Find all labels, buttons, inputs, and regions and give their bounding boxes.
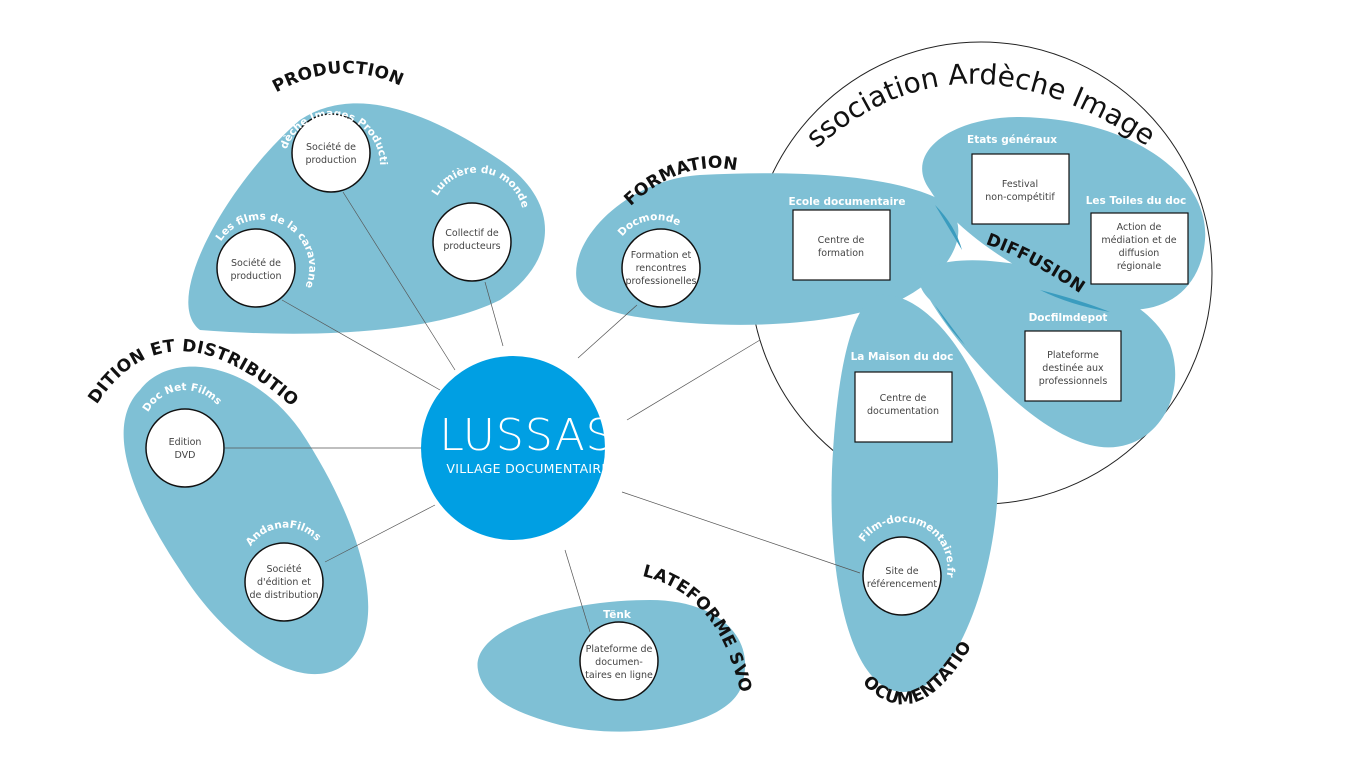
center-title: LUSSAS	[439, 410, 614, 461]
connector-tenk	[564, 549, 591, 633]
node-desc-line: Centre de	[880, 393, 927, 404]
center-subtitle: VILLAGE DOCUMENTAIRE	[446, 461, 609, 476]
org-name: Ecole documentaire	[789, 196, 906, 208]
node-desc-line: professionnels	[1039, 376, 1108, 387]
node-desc-line: référencement	[867, 579, 937, 590]
node-desc-line: DVD	[175, 450, 196, 461]
node-desc-line: Formation et	[631, 250, 692, 261]
node-desc-line: Société	[266, 564, 301, 575]
node-desc-line: production	[230, 271, 281, 282]
org-name: Tënk	[603, 609, 632, 621]
org-name: Etats généraux	[967, 134, 1057, 146]
node-etats-generaux[interactable]: Etats généraux Festival non-compétitif	[967, 134, 1070, 225]
overlap-accent	[1040, 290, 1110, 312]
connector-docmonde	[577, 304, 638, 359]
lussas-center	[421, 356, 605, 540]
node-ecole-documentaire[interactable]: Ecole documentaire Centre de formation	[789, 196, 906, 281]
org-name: La Maison du doc	[851, 351, 954, 363]
connector-association	[626, 339, 761, 421]
node-desc-line: documentation	[867, 406, 939, 417]
node-desc-line: Plateforme	[1047, 350, 1099, 361]
node-desc-line: d'édition et	[257, 577, 311, 588]
node-la-maison-du-doc[interactable]: La Maison du doc Centre de documentation	[851, 351, 954, 443]
edition-area	[123, 366, 369, 675]
overlap-accent	[935, 305, 965, 345]
node-desc-line: non-compétitif	[985, 192, 1055, 203]
node-desc-line: Société de	[306, 142, 356, 153]
connector-andana	[324, 504, 436, 563]
connector-lumiere	[484, 281, 504, 347]
node-desc-line: taires en ligne	[585, 670, 653, 681]
node-desc-line: Société de	[231, 258, 281, 269]
node-desc-line: Festival	[1002, 179, 1038, 190]
node-desc-line: destinée aux	[1042, 363, 1104, 374]
node-desc-line: professionelles	[625, 276, 696, 287]
node-desc-line: producteurs	[443, 241, 500, 252]
node-desc-line: Centre de	[818, 235, 865, 246]
node-desc-line: médiation et de	[1101, 235, 1176, 246]
node-ardeche-images-production[interactable]: Ardèche Images Production Société de pro…	[0, 0, 389, 193]
node-desc-line: production	[305, 155, 356, 166]
node-desc-line: Plateforme de	[586, 644, 653, 655]
overlap-accent	[935, 205, 962, 250]
org-name: Docfilmdepot	[1029, 312, 1108, 324]
node-desc-line: Edition	[169, 437, 202, 448]
node-desc-line: Site de	[885, 566, 918, 577]
node-docfilmdepot[interactable]: Docfilmdepot Plateforme destinée aux pro…	[1024, 312, 1122, 402]
node-desc-line: rencontres	[636, 263, 687, 274]
node-desc-line: Collectif de	[445, 228, 499, 239]
connectors	[225, 191, 861, 633]
node-desc-line: diffusion	[1119, 248, 1160, 259]
node-desc-line: Action de	[1117, 222, 1162, 233]
node-desc-line: formation	[818, 248, 864, 259]
node-desc-line: régionale	[1117, 261, 1162, 272]
connector-aip	[342, 191, 456, 371]
node-les-toiles-du-doc[interactable]: Les Toiles du doc Action de médiation et…	[1086, 195, 1189, 285]
connector-filmdoc	[621, 491, 861, 574]
node-desc-line: de distribution	[249, 590, 318, 601]
connector-caravane	[281, 299, 441, 391]
node-tenk[interactable]: Tënk Plateforme de documen- taires en li…	[579, 609, 659, 701]
node-desc-line: documen-	[595, 657, 643, 668]
org-name: Les Toiles du doc	[1086, 195, 1187, 207]
category-title-production: PRODUCTION	[269, 58, 406, 97]
